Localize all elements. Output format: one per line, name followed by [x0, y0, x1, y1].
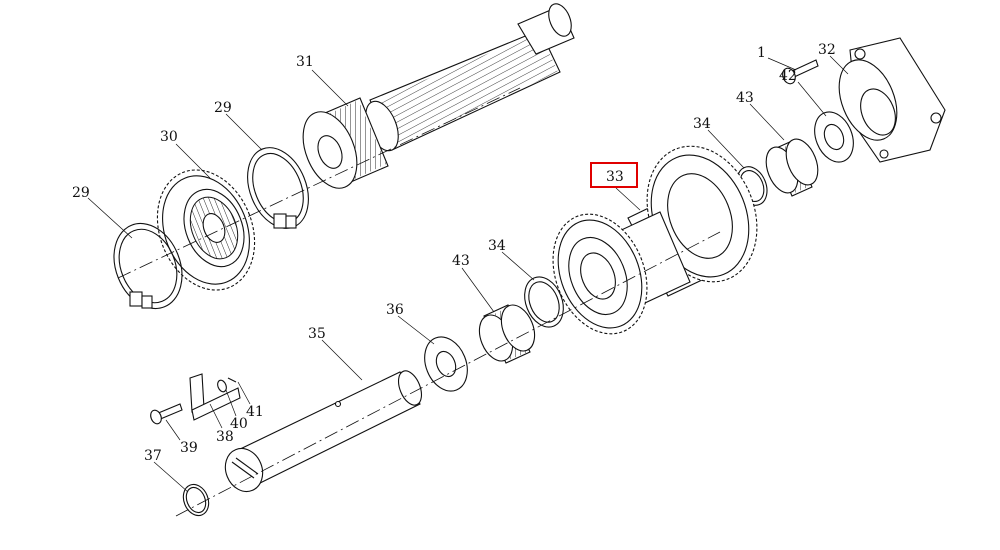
label-34-lower: 34	[488, 238, 506, 254]
cluster-gear-33	[552, 145, 758, 335]
lock-plate-38	[189, 373, 241, 421]
label-31: 31	[296, 54, 314, 70]
gear-30	[156, 169, 256, 291]
label-32: 32	[818, 42, 836, 58]
label-36: 36	[386, 302, 404, 318]
washer-40	[217, 379, 227, 393]
spline-shaft-31	[365, 3, 575, 152]
label-30: 30	[160, 129, 178, 145]
upper-center-axis	[117, 87, 521, 279]
washer-36	[424, 336, 468, 392]
highlight-box-33	[590, 162, 638, 188]
label-40: 40	[230, 416, 248, 432]
snap-ring-29-upper	[247, 147, 309, 229]
lower-center-axis	[175, 231, 721, 517]
pin-41	[227, 377, 237, 383]
label-43-upper: 43	[736, 90, 754, 106]
snap-ring-34-lower	[524, 276, 564, 328]
label-35: 35	[308, 326, 326, 342]
label-29-lower: 29	[72, 185, 90, 201]
label-37: 37	[144, 448, 162, 464]
o-ring-37	[182, 483, 210, 517]
label-29-upper: 29	[214, 100, 232, 116]
label-34-upper: 34	[693, 116, 711, 132]
needle-bearing-43-upper	[765, 138, 819, 197]
leader-lines	[87, 55, 849, 493]
bolt-39	[150, 403, 183, 425]
label-41: 41	[246, 404, 264, 420]
needle-bearing-43-lower	[478, 304, 536, 364]
pin-shaft-35	[224, 370, 423, 493]
washer-42	[814, 111, 854, 163]
bolt-1	[782, 59, 819, 85]
label-38: 38	[216, 429, 234, 445]
label-43-lower: 43	[452, 253, 470, 269]
label-39: 39	[180, 440, 198, 456]
end-cover-32	[838, 37, 946, 163]
label-33: 33	[606, 169, 624, 185]
label-42: 42	[779, 68, 797, 84]
label-1: 1	[757, 45, 766, 61]
coupling-sleeve	[302, 97, 389, 189]
